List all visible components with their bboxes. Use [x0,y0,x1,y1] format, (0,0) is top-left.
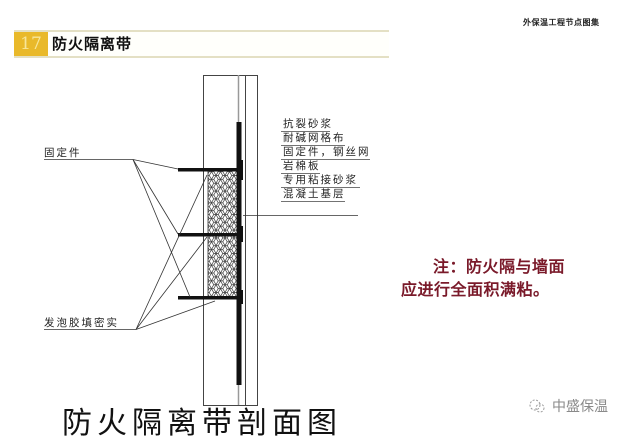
label-alkali-resistant-mesh: 耐碱网格布 [283,132,346,144]
drawing-caption: 防火隔离带剖面图 [62,406,342,441]
note-line-1: 注：防火隔与墙面 [433,257,566,276]
fastener-brackets [178,168,242,300]
wechat-logo-icon [529,399,545,413]
section-header: 17 防火隔离带 [14,30,389,58]
foam-fill-callout: 发泡胶填密实 [44,317,119,329]
foam-callout-leaders [44,174,216,330]
label-fastener-steel-mesh: 固定件，钢丝网 [283,146,371,158]
section-number-badge: 17 [14,32,48,56]
watermark-text: 中盛保温 [552,399,608,415]
fastener-callout-leaders [44,159,191,298]
label-rock-wool-board: 岩棉板 [283,160,321,172]
fastener-callout: 固定件 [44,147,82,159]
note-line-2: 应进行全面积满粘。 [401,280,550,299]
section-drawing [44,75,370,406]
bonding-mortar-strip [236,122,242,385]
label-bonding-mortar: 专用粘接砂浆 [283,174,358,186]
section-title: 防火隔离带 [52,35,133,53]
watermark: 中盛保温 [528,396,608,416]
label-anti-crack-mortar: 抗裂砂浆 [283,118,333,130]
book-title: 外保温工程节点图集 [523,17,600,27]
label-concrete-base: 混凝土基层 [283,188,346,200]
